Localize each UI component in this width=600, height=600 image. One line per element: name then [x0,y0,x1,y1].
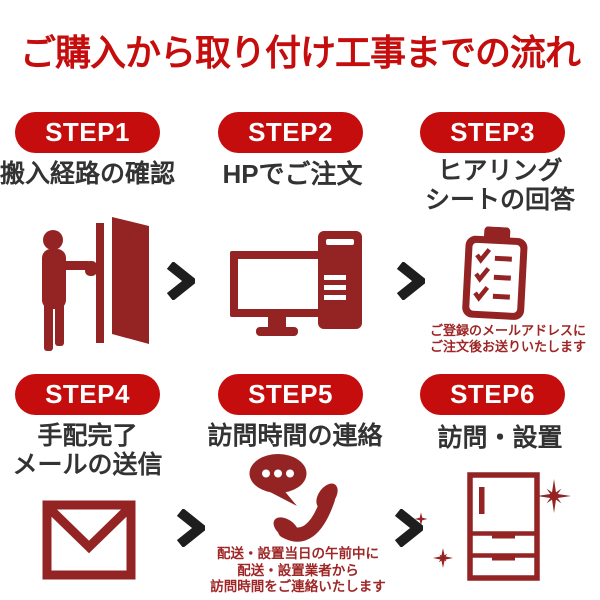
page-title: ご購入から取り付け工事までの流れ [19,32,581,73]
phone-speech-icon [249,454,338,542]
arrow-right-icon [396,262,425,300]
step1-badge: STEP1 [15,112,160,153]
step3-label: ヒアリング シートの回答 [405,157,595,215]
step3-note-line: ご注文後お送りいたします [429,339,586,354]
sparkle-icon [414,479,571,568]
step2-badge: STEP2 [218,112,363,153]
envelope-icon [42,500,136,580]
step3-badge: STEP3 [420,112,565,153]
step6-label-line: 訪問・設置 [437,424,563,452]
step1-label: 搬入経路の確認 [0,160,175,189]
step3-note: ご登録のメールアドレスに ご注文後お送りいたします [410,323,600,355]
step5-note: 配送・設置当日の午前中に 配送・設置業者から 訪問時間をご連絡いたします [198,546,398,596]
computer-icon [230,231,362,336]
step5-note-line: 配送・設置当日の午前中に [217,546,379,561]
door-icon [42,217,149,351]
step5-label: 訪問時間の連絡 [195,422,395,451]
arrow-right-icon [176,509,205,547]
step4-label-line: メールの送信 [12,451,163,479]
step5-note-line: 訪問時間をご連絡いたします [210,579,386,594]
step4-badge: STEP4 [15,374,160,415]
refrigerator-icon [414,472,571,581]
clipboard-checklist-icon [462,226,528,320]
step1-label-line: 搬入経路の確認 [0,160,176,188]
step5-label-line: 訪問時間の連絡 [207,422,383,450]
step3-label-line: ヒアリング [437,157,563,185]
step2-label-line: HPでご注文 [222,159,363,189]
step6-label: 訪問・設置 [405,424,595,453]
step5-badge: STEP5 [218,374,363,415]
step3-label-line: シートの回答 [424,186,575,214]
step2-label: HPでご注文 [200,160,385,189]
step6-badge: STEP6 [420,374,565,415]
step4-label-line: 手配完了 [37,422,138,450]
arrow-right-icon [394,509,423,547]
step5-note-line: 配送・設置業者から [237,562,359,578]
step3-note-line: ご登録のメールアドレスに [429,323,586,338]
step4-label: 手配完了 メールの送信 [0,422,175,480]
arrow-right-icon [166,262,195,300]
